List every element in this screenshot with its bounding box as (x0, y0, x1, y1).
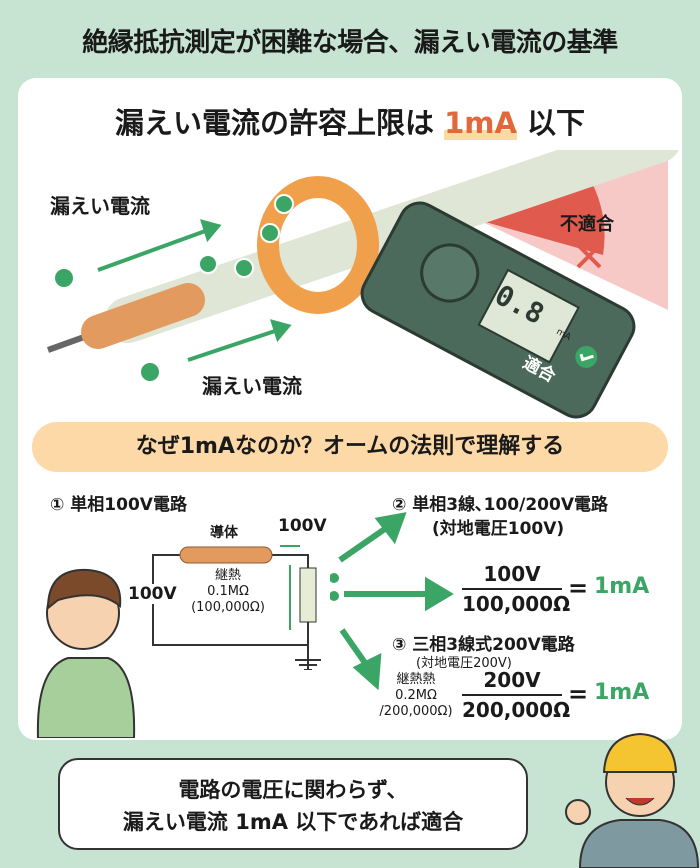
worker-illustration (565, 732, 700, 868)
bubble-line2: 漏えい電流 1mA 以下であれば適合 (122, 810, 464, 834)
resistance-name: 継熱 (214, 568, 241, 583)
branch-arrows (330, 512, 454, 690)
resistance-full: (100,000Ω) (191, 600, 265, 615)
circuit3-fraction: 200V 200,000Ω (462, 668, 571, 722)
conductor (179, 546, 273, 564)
circuit2-fraction: 100V 100,000Ω (462, 562, 571, 616)
leak-label-top: 漏えい電流 (50, 194, 150, 218)
resistance-value: 0.2MΩ (395, 688, 437, 703)
electron-icons (53, 194, 294, 383)
denominator: 100,000Ω (462, 592, 571, 616)
cross-icon (576, 243, 602, 269)
numerator: 200V (483, 668, 541, 692)
circuit3-subtitle: (対地電圧200V) (416, 656, 512, 671)
resistor (299, 567, 317, 623)
resistance-full: /200,000Ω) (379, 704, 453, 719)
circuit1-title: ① 単相100V電路 (50, 495, 187, 515)
conductor-label: 導体 (210, 525, 238, 541)
bubble-line1: 電路の電圧に関わらず、 (178, 778, 408, 802)
conclusion-bubble: 電路の電圧に関わらず、漏えい電流 1mA 以下であれば適合 (58, 758, 528, 850)
equals-sign: = (568, 680, 589, 708)
circuit1-diagram (152, 545, 321, 670)
circuit3-title: ③ 三相3線式200V電路 (392, 635, 575, 655)
thinking-person-illustration (36, 568, 136, 738)
hard-hat-icon (602, 732, 678, 773)
leak-label-bottom: 漏えい電流 (202, 374, 302, 398)
numerator: 100V (483, 562, 541, 586)
clamp-jaw (257, 176, 379, 314)
ground-icon (295, 659, 321, 670)
equals-sign: = (568, 574, 589, 602)
fail-zone-core (478, 185, 605, 255)
voltage-top: 100V (278, 516, 327, 536)
current-arrow (280, 545, 300, 630)
resistance-name: 継熱熱 (396, 672, 436, 687)
voltage-left: 100V (128, 584, 177, 604)
resistance-value: 0.1MΩ (207, 584, 249, 599)
thumbs-up-icon (565, 799, 591, 825)
headline-value: 1mA (444, 106, 517, 140)
current-arrows (97, 219, 292, 362)
clamp-meter (360, 201, 636, 419)
dial-knob (420, 243, 480, 303)
headline: 漏えい電流の許容上限は 1mA 以下 (0, 100, 700, 142)
headline-prefix: 漏えい電流の許容上限は (114, 106, 445, 140)
meter-display (477, 268, 580, 364)
circuit2-subtitle: (対地電圧100V) (432, 519, 565, 539)
page-title: 絶縁抵抗測定が困難な場合、漏えい電流の基準 (82, 28, 618, 58)
fail-label: 不適合 (560, 214, 614, 235)
clamp-meter-illustration (46, 150, 679, 419)
denominator: 200,000Ω (462, 698, 571, 722)
circuit3-result: 1mA (594, 680, 650, 705)
copper-conductor (81, 283, 205, 349)
circuit2-result: 1mA (594, 574, 650, 599)
section-banner: なぜ1mAなのか？オームの法則で理解する (32, 422, 668, 472)
headline-suffix: 以下 (516, 106, 586, 140)
circuit2-title: ② 単相3線､100/200V電路 (392, 495, 608, 515)
